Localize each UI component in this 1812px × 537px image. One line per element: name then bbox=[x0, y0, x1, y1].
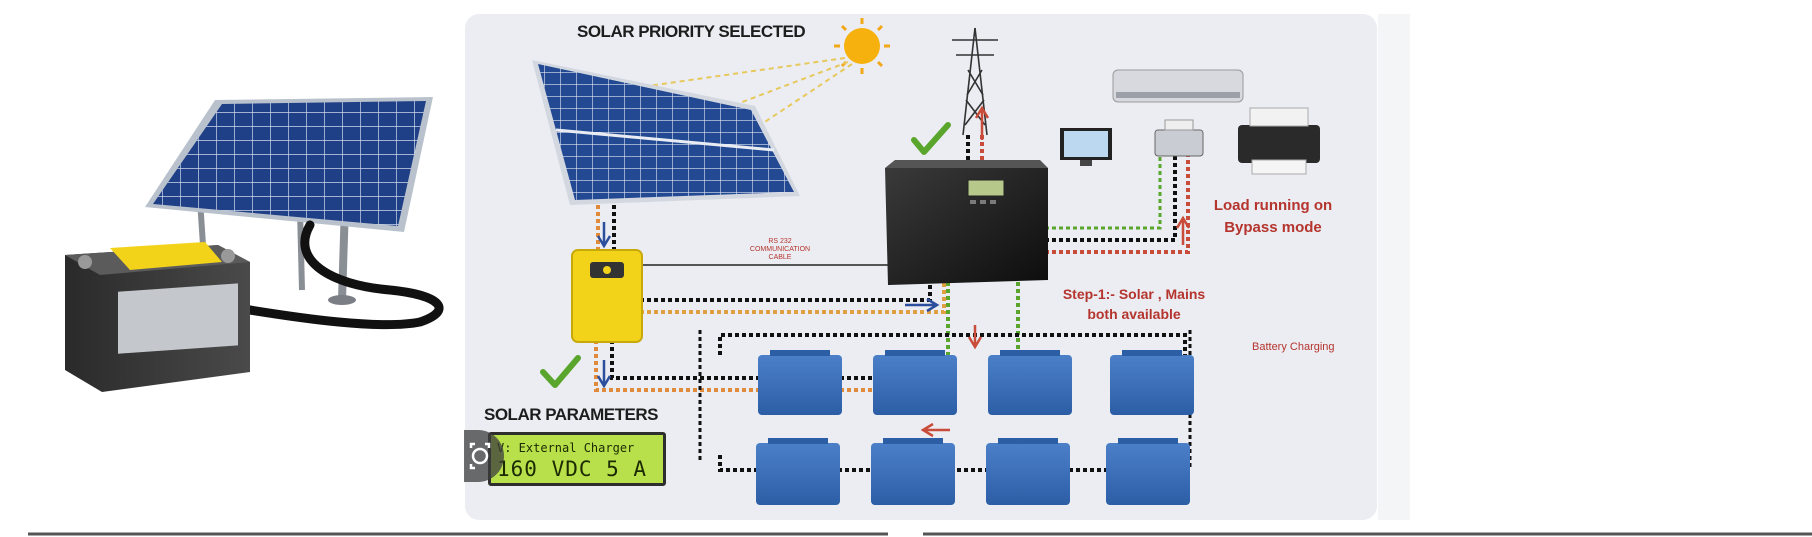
fax-machine bbox=[1154, 119, 1204, 157]
battery-bank bbox=[756, 350, 1194, 505]
desktop-computer bbox=[1060, 128, 1112, 166]
battery-charging-label: Battery Charging bbox=[1252, 341, 1335, 353]
lens-icon bbox=[469, 442, 491, 470]
check-icon-mains bbox=[911, 122, 951, 155]
sun-icon bbox=[834, 18, 890, 74]
battery-1 bbox=[758, 350, 842, 415]
battery-6 bbox=[871, 438, 955, 505]
load-label-line2: Bypass mode bbox=[1224, 219, 1322, 236]
car-battery bbox=[65, 242, 250, 392]
battery-8 bbox=[1106, 438, 1190, 505]
inverter-ups bbox=[885, 160, 1048, 285]
battery-5 bbox=[756, 438, 840, 505]
main-solar-panel bbox=[532, 60, 800, 205]
printer bbox=[1238, 107, 1320, 175]
rs232-cable-label: RS 232 COMMUNICATION CABLE bbox=[740, 238, 820, 262]
solar-parameters-header: SOLAR PARAMETERS bbox=[484, 405, 658, 424]
load-appliances bbox=[1060, 69, 1320, 175]
battery-7 bbox=[986, 438, 1070, 505]
rs232-label-line2: COMMUNICATION bbox=[749, 246, 811, 253]
battery-3 bbox=[988, 350, 1072, 415]
diagram-header: SOLAR PRIORITY SELECTED bbox=[577, 22, 806, 41]
visual-search-button[interactable] bbox=[464, 430, 504, 482]
lcd-display: V: External Charger 160 VDC 5 A bbox=[488, 432, 666, 486]
flow-arrows bbox=[596, 105, 1191, 438]
left-cable bbox=[245, 220, 444, 330]
battery-2 bbox=[873, 350, 957, 415]
rs232-label-line1: RS 232 bbox=[768, 238, 792, 245]
step-label-line2: both available bbox=[1087, 306, 1181, 322]
lcd-line-2: 160 VDC 5 A bbox=[497, 457, 648, 481]
left-solar-panel bbox=[145, 97, 433, 232]
lcd-line-1: V: External Charger bbox=[497, 441, 635, 455]
rs232-label-line3: CABLE bbox=[768, 254, 792, 261]
air-conditioner bbox=[1112, 69, 1244, 103]
load-bypass-label: Load running on Bypass mode bbox=[1198, 195, 1348, 239]
check-icon-charger bbox=[540, 355, 581, 388]
load-label-line1: Load running on bbox=[1213, 197, 1333, 214]
left-illustration bbox=[65, 97, 444, 392]
step-label: Step-1:- Solar , Mains both available bbox=[1044, 284, 1224, 324]
battery-4 bbox=[1110, 350, 1194, 415]
charge-controller bbox=[571, 249, 643, 343]
step-label-line1: Step-1:- Solar , Mains bbox=[1062, 286, 1206, 302]
